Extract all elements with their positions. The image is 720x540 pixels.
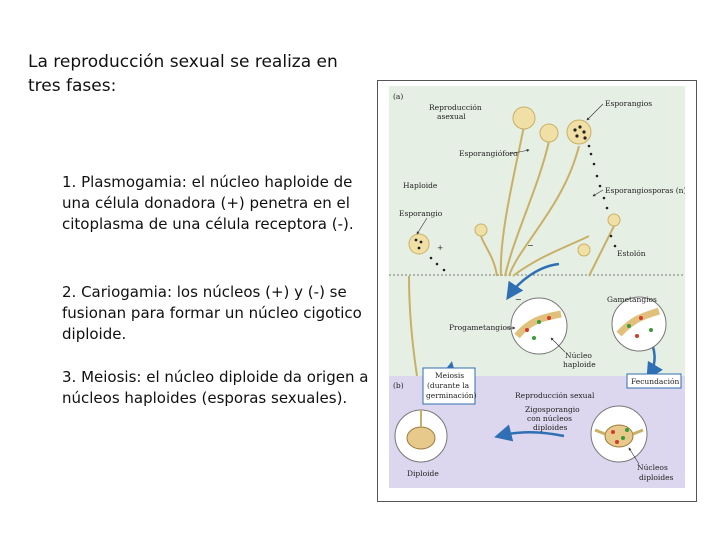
phase-term: 2. Cariogamia: bbox=[62, 283, 172, 301]
svg-text:Meiosis: Meiosis bbox=[435, 371, 464, 380]
stolon-label: Estolón bbox=[617, 249, 646, 258]
diploid-nuclei-label-2: diploides bbox=[639, 473, 674, 482]
minus-sign: − bbox=[527, 241, 534, 250]
gametangia-label: Gametangios bbox=[607, 295, 657, 304]
phase-description: los núcleos (+) y (-) se fusionan para f… bbox=[62, 283, 362, 343]
phase-description: el núcleo haploide de una célula donador… bbox=[62, 173, 354, 233]
life-cycle-diagram: (a) (b) bbox=[389, 86, 685, 488]
svg-text:(durante la: (durante la bbox=[427, 381, 470, 390]
cycle-arrow-3 bbox=[494, 424, 565, 442]
gametangia-circle bbox=[611, 296, 667, 352]
progametangia-label: Progametangios bbox=[449, 323, 511, 332]
germ-tube bbox=[408, 275, 418, 377]
slide-title: La reproducción sexual se realiza en tre… bbox=[28, 52, 338, 96]
spore-dots bbox=[414, 125, 617, 272]
phase-term: 3. Meiosis: bbox=[62, 368, 142, 386]
phase-description: el núcleo diploide da origen a núcleos h… bbox=[62, 368, 369, 407]
cycle-arrow-1 bbox=[506, 262, 560, 301]
germinating-zygospore bbox=[394, 409, 448, 463]
zygosporangium-label-1: Zigosporangio bbox=[525, 405, 580, 414]
pointer-lines bbox=[416, 103, 640, 465]
life-cycle-figure: (a) (b) bbox=[389, 86, 685, 488]
haploid-label: Haploide bbox=[403, 181, 438, 190]
sporangia-label: Esporangios bbox=[605, 99, 652, 108]
sporangiospores-label: Esporangiosporas (n) bbox=[605, 186, 685, 195]
fertilization-box: Fecundación bbox=[626, 373, 682, 389]
haploid-nucleus-label-2: haploide bbox=[563, 360, 596, 369]
diploid-nuclei-label-1: Núcleos bbox=[637, 463, 668, 472]
sporangiophore-label: Esporangióforo bbox=[459, 149, 518, 158]
plus-sign: + bbox=[437, 243, 443, 252]
sexual-reproduction-label: Reproducción sexual bbox=[515, 391, 595, 400]
panel-b-label: (b) bbox=[393, 381, 404, 390]
meiosis-box: Meiosis (durante la germinación) bbox=[422, 367, 477, 405]
svg-text:germinación): germinación) bbox=[426, 391, 477, 400]
phase-plasmogamia: 1. Plasmogamia: el núcleo haploide de un… bbox=[62, 172, 374, 235]
asexual-label-2: asexual bbox=[437, 112, 466, 121]
panel-a-label: (a) bbox=[393, 92, 403, 101]
zygosporangium-label-3: diploides bbox=[533, 423, 568, 432]
asexual-label-1: Reproducción bbox=[429, 103, 482, 112]
minus-sign-2: − bbox=[515, 295, 522, 304]
zygosporangium-label-2: con núcleos bbox=[527, 414, 572, 423]
phase-term: 1. Plasmogamia: bbox=[62, 173, 187, 191]
haploid-nucleus-label-1: Núcleo bbox=[565, 351, 592, 360]
phase-meiosis: 3. Meiosis: el núcleo diploide da origen… bbox=[62, 367, 374, 409]
svg-text:Fecundación: Fecundación bbox=[631, 377, 679, 386]
sporangium-label: Esporangio bbox=[399, 209, 443, 218]
diploid-label: Diploide bbox=[407, 469, 439, 478]
zygosporangium-circle bbox=[590, 405, 648, 463]
phase-cariogamia: 2. Cariogamia: los núcleos (+) y (-) se … bbox=[62, 282, 374, 345]
sporangiophores bbox=[480, 125, 615, 277]
